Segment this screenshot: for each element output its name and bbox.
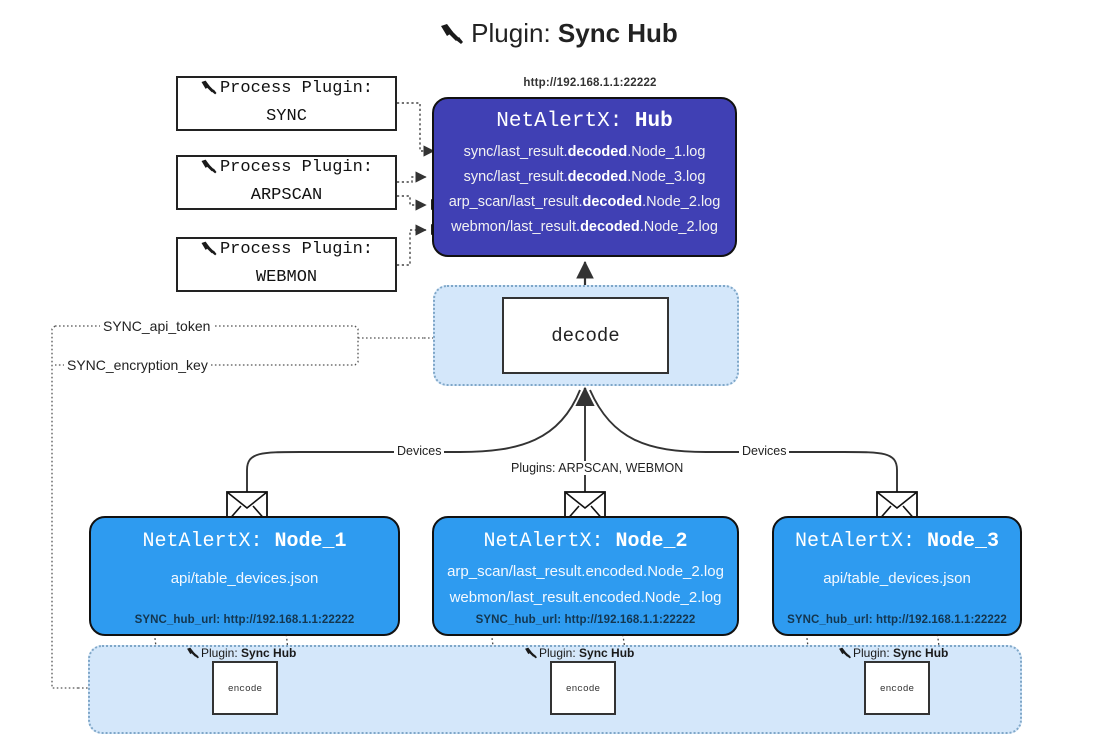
encode-box-1[interactable]: encode: [212, 661, 278, 715]
hub-log-list: sync/last_result.decoded.Node_1.log sync…: [434, 140, 735, 240]
edge-label-plugins-center: Plugins: ARPSCAN, WEBMON: [508, 461, 687, 475]
plug-icon: [524, 647, 538, 662]
process-plugin-arpscan-line2: ARPSCAN: [250, 186, 323, 205]
node-2-header: NetAlertX: Node_2: [483, 530, 688, 553]
title-name: Sync Hub: [557, 18, 678, 48]
node-2-url: SYNC_hub_url: http://192.168.1.1:22222: [475, 614, 696, 626]
encode-box-3[interactable]: encode: [864, 661, 930, 715]
node-3-header: NetAlertX: Node_3: [794, 530, 1000, 553]
process-plugin-sync-line2: SYNC: [266, 107, 307, 126]
process-plugin-sync[interactable]: Process Plugin: SYNC: [176, 76, 397, 131]
plug-icon: [186, 647, 200, 662]
plug-icon: [439, 21, 465, 52]
node-2[interactable]: NetAlertX: Node_2 arp_scan/last_result.e…: [432, 516, 739, 636]
process-plugin-sync-line1: Process Plugin:: [178, 77, 395, 105]
encoder-1-caption: Plugin: Sync Hub: [186, 646, 296, 662]
node-1-line: api/table_devices.json: [170, 570, 319, 587]
node-3-lines: api/table_devices.json: [774, 566, 1020, 592]
node-3-url: SYNC_hub_url: http://192.168.1.1:22222: [787, 614, 1007, 626]
process-plugin-webmon-line2: WEBMON: [255, 268, 318, 287]
node-1-lines: api/table_devices.json: [91, 566, 398, 592]
hub-log-item: arp_scan/last_result.decoded.Node_2.log: [448, 193, 721, 210]
node-1-url: SYNC_hub_url: http://192.168.1.1:22222: [134, 614, 355, 626]
plug-icon: [200, 159, 218, 184]
node-1[interactable]: NetAlertX: Node_1 api/table_devices.json…: [89, 516, 400, 636]
process-plugin-webmon[interactable]: Process Plugin: WEBMON: [176, 237, 397, 292]
hub-log-item: webmon/last_result.decoded.Node_2.log: [451, 218, 718, 235]
node-2-lines: arp_scan/last_result.encoded.Node_2.log …: [434, 559, 737, 612]
edge-label-devices-right: Devices: [739, 444, 790, 458]
encoder-3-caption: Plugin: Sync Hub: [838, 646, 948, 662]
node-3-line: api/table_devices.json: [823, 570, 971, 587]
process-plugin-arpscan[interactable]: Process Plugin: ARPSCAN: [176, 155, 397, 210]
edge-label-devices-left: Devices: [394, 444, 445, 458]
hub-log-item: sync/last_result.decoded.Node_3.log: [463, 168, 706, 185]
hub-url-label: http://192.168.1.1:22222: [523, 77, 657, 89]
page-title: Plugin: Sync Hub: [0, 18, 1117, 52]
encoder-2-caption: Plugin: Sync Hub: [524, 646, 634, 662]
title-prefix: Plugin:: [471, 18, 558, 48]
decode-box[interactable]: decode: [502, 297, 669, 374]
hub-node[interactable]: NetAlertX: Hub sync/last_result.decoded.…: [432, 97, 737, 257]
plug-icon: [200, 80, 218, 105]
node-1-header: NetAlertX: Node_1: [142, 530, 347, 553]
hub-log-item: sync/last_result.decoded.Node_1.log: [463, 144, 706, 160]
plug-icon: [200, 241, 218, 266]
secret-label-api-token: SYNC_api_token: [100, 318, 214, 334]
plug-icon: [838, 647, 852, 662]
encode-box-2[interactable]: encode: [550, 661, 616, 715]
node-2-line: arp_scan/last_result.encoded.Node_2.log: [447, 563, 724, 580]
process-plugin-arpscan-line1: Process Plugin:: [178, 156, 395, 184]
hub-header: NetAlertX: Hub: [496, 110, 673, 133]
node-2-line: webmon/last_result.encoded.Node_2.log: [449, 589, 722, 607]
secret-label-encryption-key: SYNC_encryption_key: [64, 357, 211, 373]
node-3[interactable]: NetAlertX: Node_3 api/table_devices.json…: [772, 516, 1022, 636]
process-plugin-webmon-line1: Process Plugin:: [178, 238, 395, 266]
